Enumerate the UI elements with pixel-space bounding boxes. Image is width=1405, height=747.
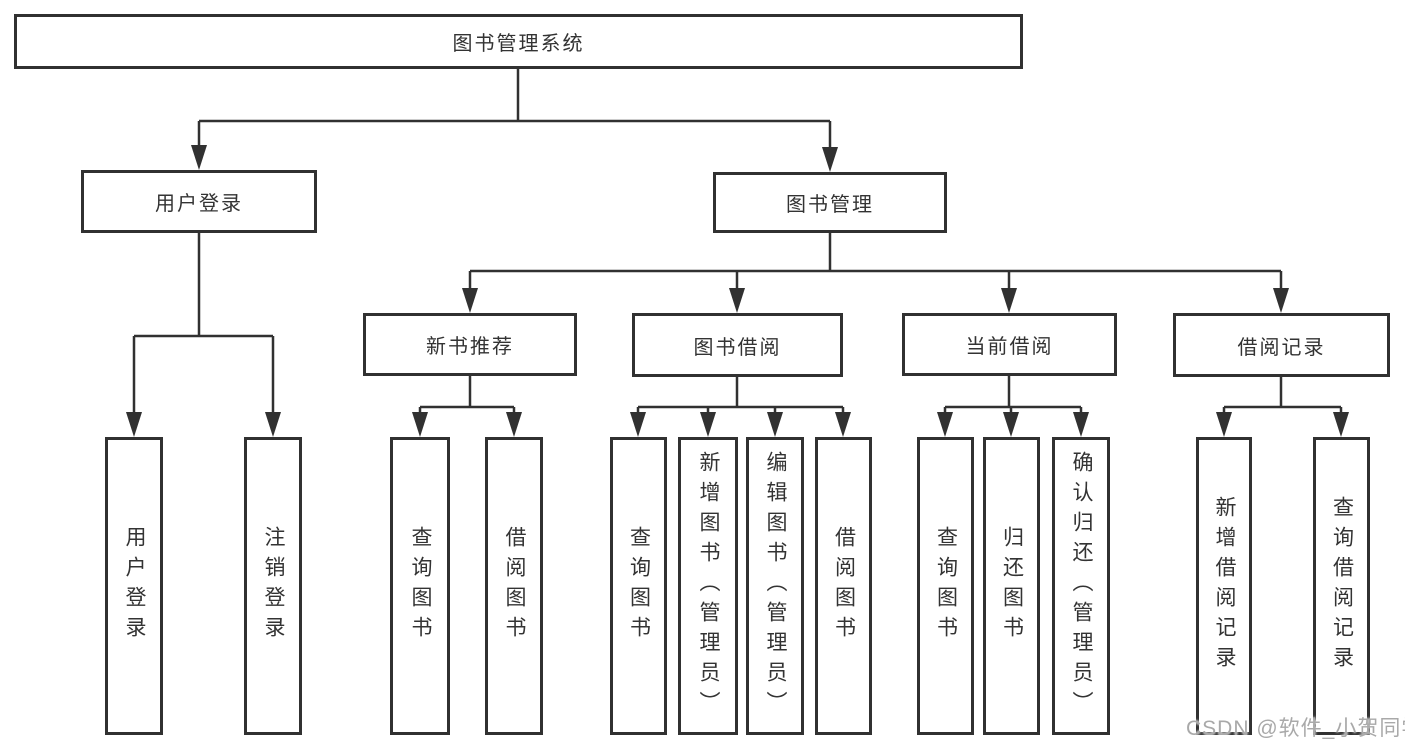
node-label-cb-return-books: 归还图书 [1000, 526, 1024, 646]
node-library-system: 图书管理系统 [14, 14, 1023, 69]
arrowhead-down-icon [1216, 412, 1232, 437]
node-label-cb-confirm-return: 确认归还（管理员） [1070, 451, 1094, 721]
node-cb-confirm-return: 确认归还（管理员） [1052, 437, 1110, 735]
node-book-management: 图书管理 [713, 172, 947, 233]
node-label-ul-user-login: 用户登录 [123, 526, 147, 646]
arrowhead-down-icon [1001, 288, 1017, 313]
node-label-bb-add-books: 新增图书（管理员） [697, 451, 721, 721]
arrowhead-down-icon [1333, 412, 1349, 437]
node-label-nbr-query-books: 查询图书 [409, 526, 433, 646]
node-user-login: 用户登录 [81, 170, 317, 233]
arrowhead-down-icon [1273, 288, 1289, 313]
node-label-bb-edit-books: 编辑图书（管理员） [764, 451, 788, 721]
node-label-nbr-borrow-books: 借阅图书 [503, 526, 527, 646]
node-nbr-query-books: 查询图书 [390, 437, 450, 735]
arrowhead-down-icon [729, 288, 745, 313]
node-br-add-record: 新增借阅记录 [1196, 437, 1252, 735]
node-label-library-system: 图书管理系统 [452, 33, 585, 55]
node-cb-return-books: 归还图书 [983, 437, 1040, 735]
node-label-br-query-record: 查询借阅记录 [1330, 496, 1354, 676]
arrowhead-down-icon [700, 412, 716, 437]
arrowhead-down-icon [767, 412, 783, 437]
node-cb-query-books: 查询图书 [917, 437, 974, 735]
node-borrowing-records: 借阅记录 [1173, 313, 1390, 377]
node-new-book-recommend: 新书推荐 [363, 313, 577, 376]
arrowhead-down-icon [822, 147, 838, 172]
node-label-user-login: 用户登录 [155, 193, 243, 215]
node-label-book-borrowing: 图书借阅 [693, 336, 782, 359]
node-label-bb-query-books: 查询图书 [627, 526, 651, 646]
node-current-borrowing: 当前借阅 [902, 313, 1117, 376]
node-book-borrowing: 图书借阅 [632, 313, 843, 377]
node-bb-edit-books: 编辑图书（管理员） [746, 437, 804, 735]
arrowhead-down-icon [1073, 412, 1089, 437]
node-br-query-record: 查询借阅记录 [1313, 437, 1370, 735]
node-ul-user-login: 用户登录 [105, 437, 163, 735]
node-ul-logout: 注销登录 [244, 437, 302, 735]
node-label-bb-borrow-books: 借阅图书 [832, 526, 856, 646]
node-label-book-management: 图书管理 [786, 194, 874, 216]
arrowhead-down-icon [1003, 412, 1019, 437]
arrowhead-down-icon [462, 288, 478, 313]
node-label-ul-logout: 注销登录 [262, 526, 286, 646]
node-label-current-borrowing: 当前借阅 [965, 336, 1054, 358]
arrowhead-down-icon [126, 412, 142, 437]
node-label-br-add-record: 新增借阅记录 [1213, 496, 1237, 676]
arrowhead-down-icon [937, 412, 953, 437]
arrowhead-down-icon [191, 145, 207, 170]
node-bb-query-books: 查询图书 [610, 437, 667, 735]
node-nbr-borrow-books: 借阅图书 [485, 437, 543, 735]
arrowhead-down-icon [630, 412, 646, 437]
node-bb-borrow-books: 借阅图书 [815, 437, 872, 735]
arrowhead-down-icon [506, 412, 522, 437]
arrowhead-down-icon [412, 412, 428, 437]
node-label-cb-query-books: 查询图书 [934, 526, 958, 646]
node-label-borrowing-records: 借阅记录 [1237, 336, 1326, 359]
node-bb-add-books: 新增图书（管理员） [678, 437, 738, 735]
arrowhead-down-icon [835, 412, 851, 437]
watermark-text: CSDN @软件_小贺同学 [1186, 717, 1405, 740]
node-label-new-book-recommend: 新书推荐 [426, 336, 514, 358]
arrowhead-down-icon [265, 412, 281, 437]
